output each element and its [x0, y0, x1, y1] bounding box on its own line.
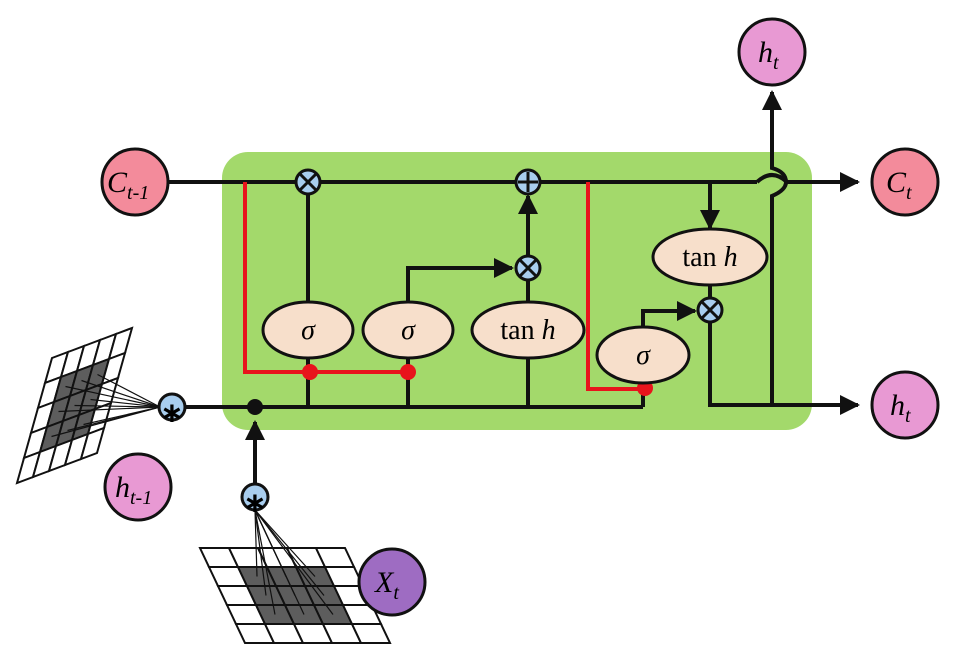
convolution-icon — [240, 482, 270, 512]
kernel-ray — [65, 385, 161, 408]
kernel-ray — [97, 373, 161, 408]
junction-dot — [247, 399, 263, 415]
input-gate — [361, 300, 455, 360]
hidden-state-grid — [15, 326, 161, 485]
peephole-line-2 — [586, 182, 643, 391]
input-gate-label: σ — [401, 315, 416, 346]
kernel-ray — [254, 509, 325, 596]
forget-gate — [261, 300, 355, 360]
h-t-top-label: ht — [758, 36, 779, 74]
output-gate — [595, 325, 691, 385]
convolution-icon — [157, 392, 187, 422]
hidden-up-line — [762, 90, 789, 405]
h-t-label: ht — [890, 389, 911, 427]
forget-gate-label: σ — [301, 315, 316, 346]
kernel-ray — [254, 509, 258, 577]
h-t-top-node — [737, 17, 807, 87]
kernel-ray — [81, 379, 161, 408]
peephole-dot — [302, 364, 318, 380]
cell-tanh — [651, 227, 769, 287]
c-prev-node — [100, 147, 170, 217]
kernel-ray — [254, 509, 267, 596]
convolution-symbol: ∗ — [160, 396, 183, 429]
kernel-ray — [74, 404, 161, 408]
c-prev-label: Ct-1 — [107, 166, 149, 204]
grid-cell — [79, 426, 106, 461]
h-prev-label: ht-1 — [115, 471, 152, 509]
output-gate-label: σ — [636, 340, 651, 371]
candidate-tanh — [470, 300, 586, 360]
grid-cell — [350, 623, 392, 644]
h-prev-node — [103, 452, 173, 522]
kernel-ray — [254, 509, 334, 615]
kernel-ray — [90, 398, 161, 408]
kernel-ray — [254, 509, 316, 577]
c-t-node — [870, 147, 940, 217]
hidden-output-line — [708, 322, 860, 415]
h-t-node — [870, 370, 940, 440]
peephole-line-1 — [243, 182, 408, 374]
output-gate-output — [641, 301, 697, 328]
kernel-ray — [58, 406, 161, 413]
input-gate-output — [406, 258, 514, 302]
kernel-ray — [83, 406, 161, 426]
cell-tanh-label: tan h — [682, 242, 737, 273]
convolution-symbol: ∗ — [243, 486, 266, 519]
candidate-label: tan h — [500, 315, 555, 346]
input-grid — [198, 509, 392, 644]
peephole-dot — [400, 364, 416, 380]
kernel-ray — [254, 509, 276, 615]
kernel-ray — [254, 509, 305, 615]
x-t-label: Xt — [374, 566, 399, 604]
x-t-node — [357, 547, 427, 617]
c-t-label: Ct — [886, 166, 912, 204]
